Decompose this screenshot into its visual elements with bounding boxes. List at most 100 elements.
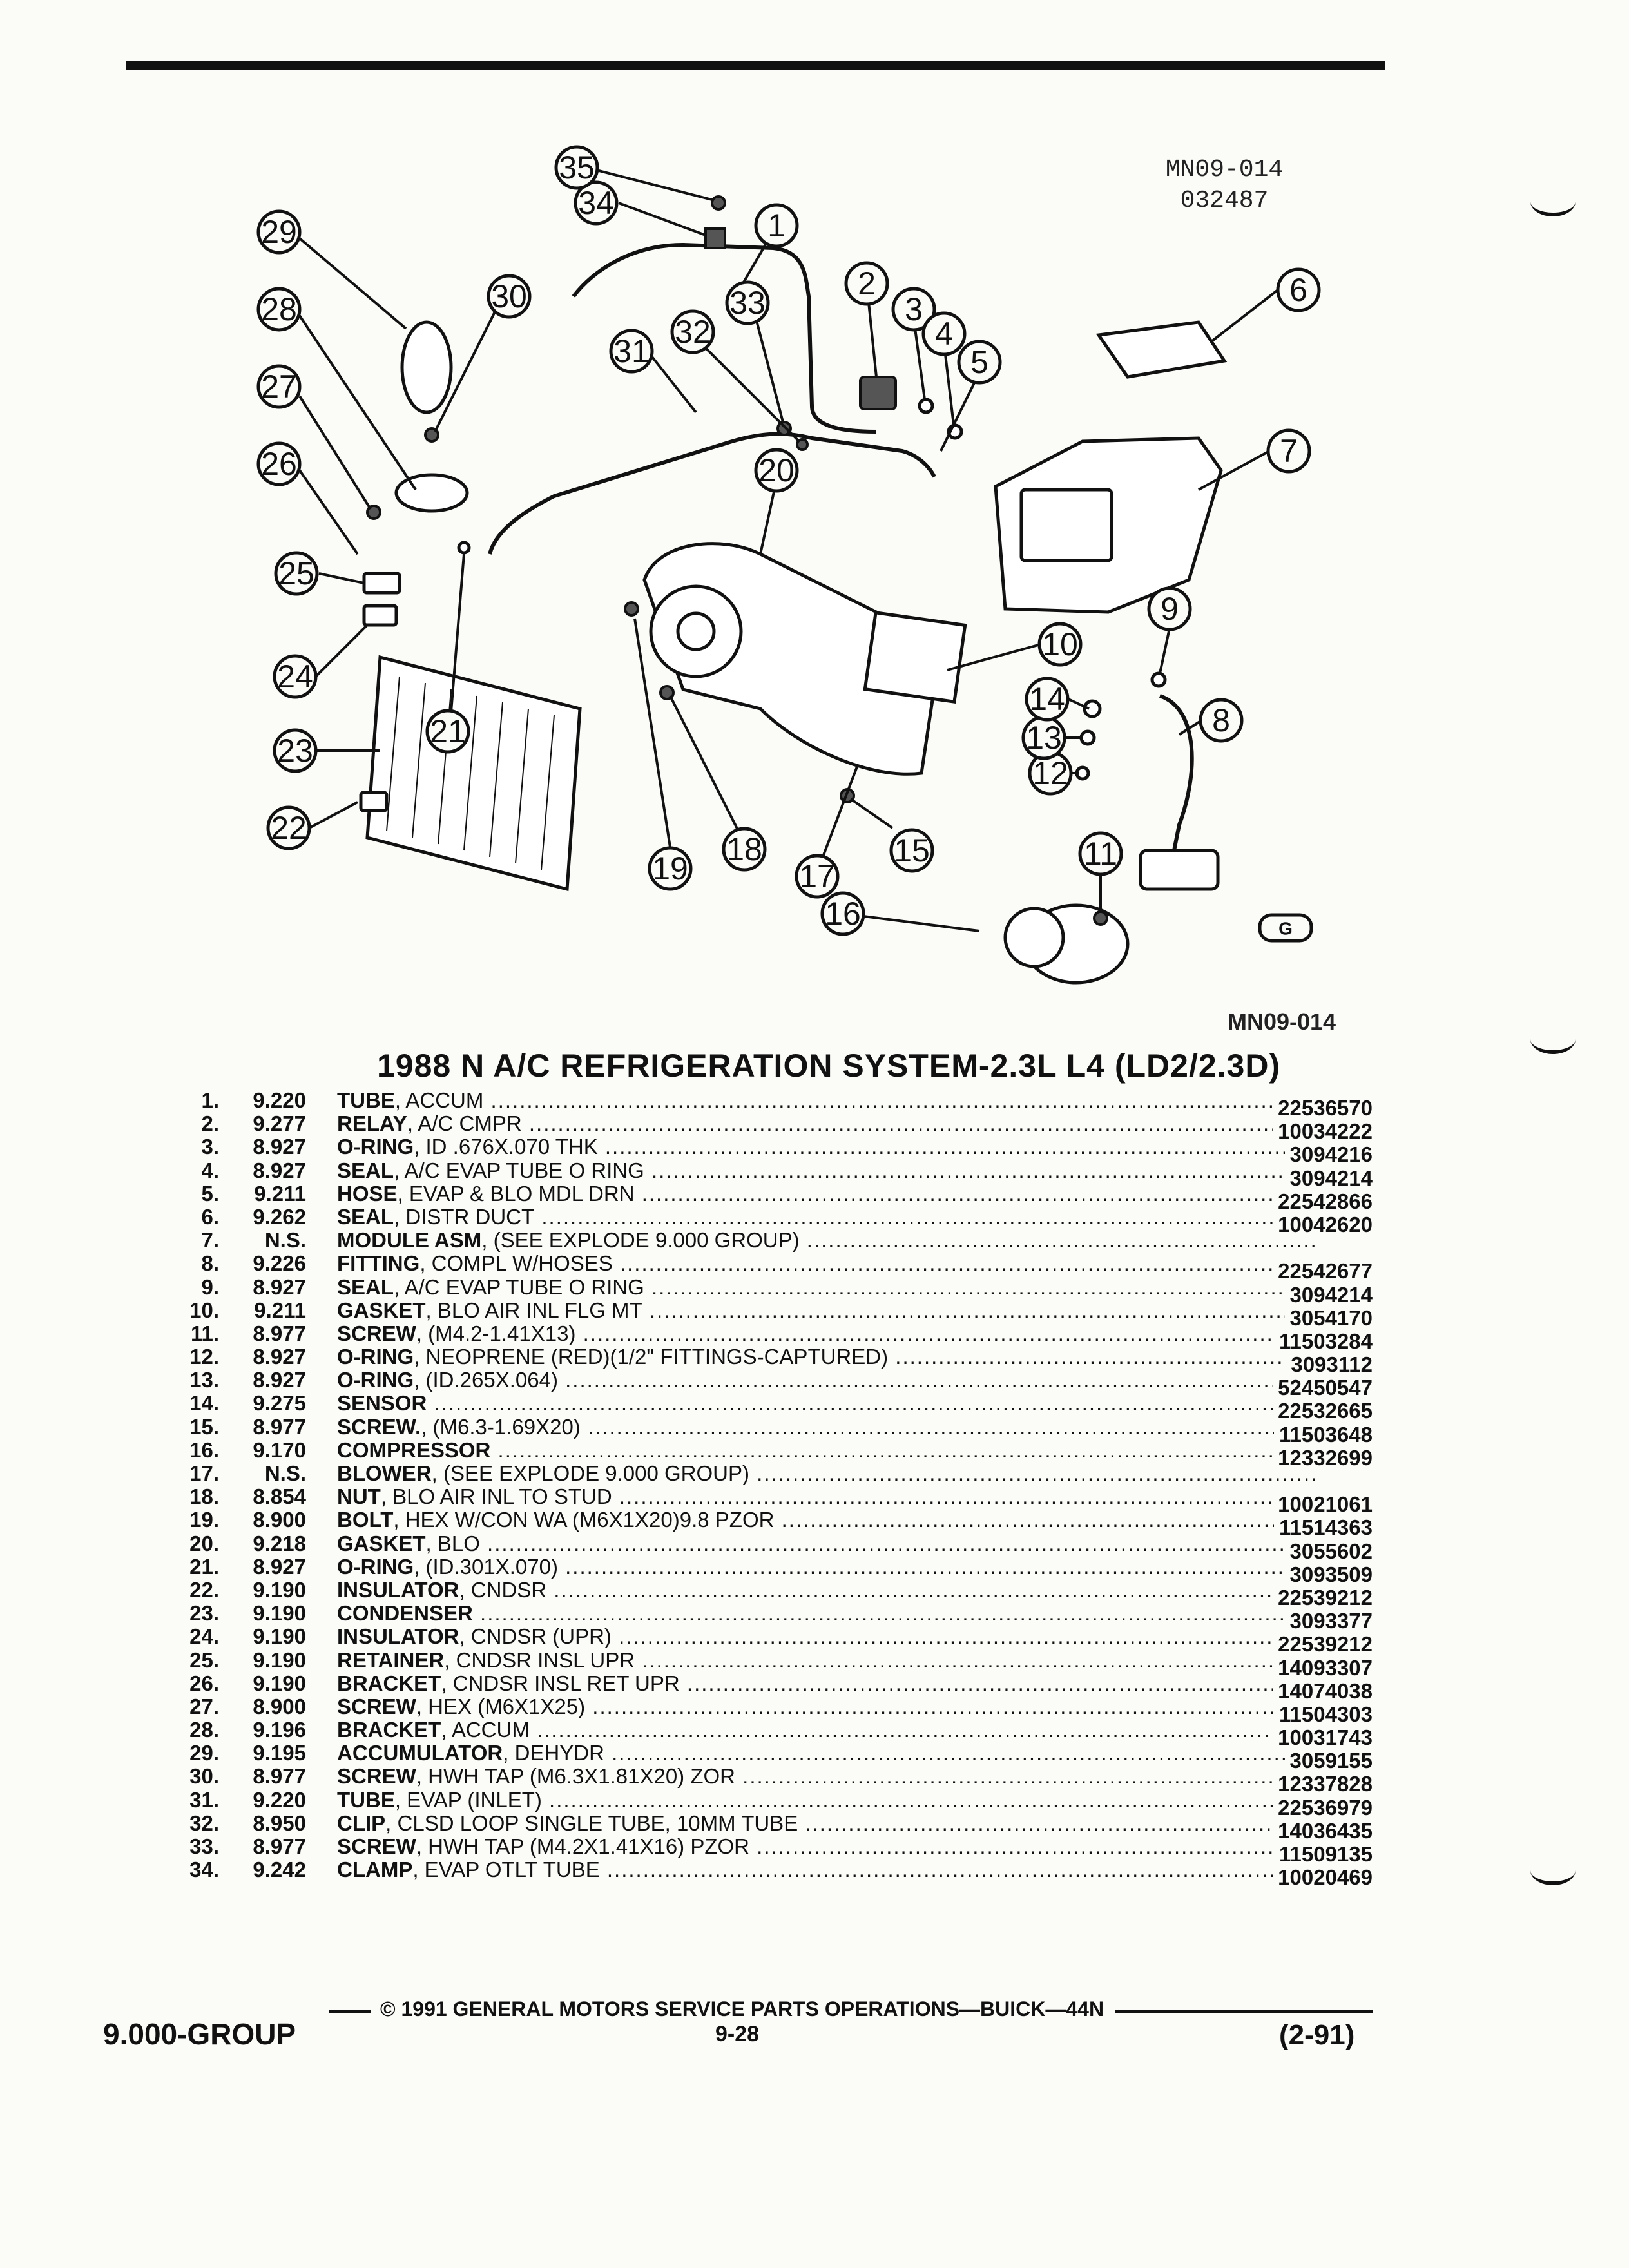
item-description: O-RING, (ID.301X.070): [337, 1555, 1316, 1579]
condenser-drawing: [365, 655, 582, 892]
item-description: CLAMP, EVAP OTLT TUBE: [337, 1858, 1316, 1881]
item-number: 21.: [189, 1554, 219, 1579]
item-description: GASKET, BLO AIR INL FLG MT: [337, 1299, 1316, 1322]
item-detail: , CLSD LOOP SINGLE TUBE, 10MM TUBE: [385, 1811, 798, 1835]
item-description: O-RING, (ID.265X.064): [337, 1369, 1316, 1392]
item-name: CLAMP: [337, 1858, 413, 1882]
item-number: 14.: [189, 1391, 219, 1416]
item-name: ACCUMULATOR: [337, 1742, 503, 1765]
svg-text:13: 13: [1026, 720, 1062, 756]
item-name: SENSOR: [337, 1392, 427, 1416]
item-name: TUBE: [337, 1089, 395, 1112]
item-number: 6.: [201, 1204, 219, 1229]
fitting-hoses-drawing: [1159, 694, 1194, 858]
diagram-code-line2: 032487: [1180, 187, 1269, 215]
callout-16: 16: [820, 891, 865, 936]
item-number: 12.: [189, 1345, 219, 1369]
callout-35: 35: [554, 145, 599, 190]
group-number: 9.196: [253, 1718, 306, 1742]
item-description: SENSOR: [337, 1392, 1316, 1415]
item-number: 9.: [201, 1274, 219, 1299]
item-name: BLOWER: [337, 1462, 432, 1485]
screw-evap-drawing: [776, 421, 792, 436]
group-number: 9.277: [253, 1111, 306, 1136]
svg-text:16: 16: [825, 896, 861, 932]
gasket-blo-air-inl-drawing: [863, 611, 967, 704]
leader-lines: [298, 166, 1279, 932]
group-number: 9.226: [253, 1251, 306, 1276]
callout-28: 28: [256, 287, 302, 332]
group-number: 8.927: [253, 1158, 306, 1182]
group-number: 8.927: [253, 1135, 306, 1159]
item-detail: , (M6.3-1.69X20): [421, 1415, 581, 1439]
item-number: 28.: [189, 1718, 219, 1742]
parts-list-row: 16.9.170COMPRESSOR12332699: [161, 1437, 1385, 1470]
callout-9: 9: [1147, 586, 1192, 631]
item-name: FITTING: [337, 1252, 420, 1276]
margin-mark-2: [1530, 1024, 1576, 1054]
item-description: HOSE, EVAP & BLO MDL DRN: [337, 1182, 1316, 1206]
item-number: 8.: [201, 1251, 219, 1276]
footer-group: 9.000-GROUP: [103, 2017, 296, 2051]
item-detail: , DEHYDR: [503, 1742, 604, 1765]
callout-8: 8: [1199, 698, 1244, 743]
item-number: 4.: [201, 1158, 219, 1182]
callout-21: 21: [425, 709, 470, 754]
item-detail: , (M4.2-1.41X13): [416, 1321, 576, 1345]
group-number: 8.977: [253, 1764, 306, 1789]
footer-page-number: 9-28: [715, 2022, 760, 2046]
item-name: TUBE: [337, 1788, 395, 1812]
item-detail: , A/C EVAP TUBE O RING: [394, 1275, 644, 1299]
svg-text:29: 29: [261, 214, 297, 250]
clip-drawing: [796, 438, 809, 451]
item-name: O-RING: [337, 1135, 414, 1159]
tube-evap-inlet-drawing: [488, 432, 936, 555]
group-number: 9.211: [254, 1181, 306, 1206]
item-number: 25.: [189, 1648, 219, 1672]
svg-text:1: 1: [767, 207, 786, 244]
svg-text:35: 35: [559, 149, 595, 186]
group-number: 8.977: [253, 1321, 306, 1345]
part-number: 22536979: [1273, 1796, 1373, 1820]
item-description: O-RING, ID .676X.070 THK: [337, 1135, 1316, 1158]
part-number: 10020469: [1273, 1866, 1373, 1890]
module-window-drawing: [1019, 488, 1113, 562]
group-number: 9.190: [253, 1577, 306, 1602]
item-name: RETAINER: [337, 1648, 445, 1672]
item-description: BRACKET, ACCUM: [337, 1718, 1316, 1742]
oring-21-drawing: [457, 541, 471, 555]
callout-24: 24: [273, 654, 318, 699]
group-number: 8.927: [253, 1274, 306, 1299]
group-number: 9.242: [253, 1858, 306, 1882]
item-number: 13.: [189, 1368, 219, 1392]
item-description: SEAL, DISTR DUCT: [337, 1206, 1316, 1229]
group-number: 9.170: [253, 1437, 306, 1462]
oring-3-drawing: [918, 398, 934, 414]
group-number: 8.927: [253, 1368, 306, 1392]
group-number: 9.220: [253, 1088, 306, 1112]
condenser-fins-drawing: [386, 676, 555, 870]
tube-accum-drawing: [572, 242, 877, 434]
svg-text:20: 20: [758, 452, 795, 488]
svg-text:23: 23: [277, 733, 313, 769]
svg-text:8: 8: [1212, 702, 1230, 738]
parts-list-row: 7.N.S.MODULE ASM, (SEE EXPLODE 9.000 GRO…: [161, 1229, 1385, 1252]
callout-23: 23: [273, 728, 318, 773]
item-detail: , EVAP (INLET): [394, 1788, 542, 1812]
group-number: N.S.: [264, 1461, 306, 1485]
item-name: O-RING: [337, 1369, 414, 1392]
svg-text:31: 31: [613, 333, 650, 369]
svg-text:34: 34: [578, 185, 614, 221]
